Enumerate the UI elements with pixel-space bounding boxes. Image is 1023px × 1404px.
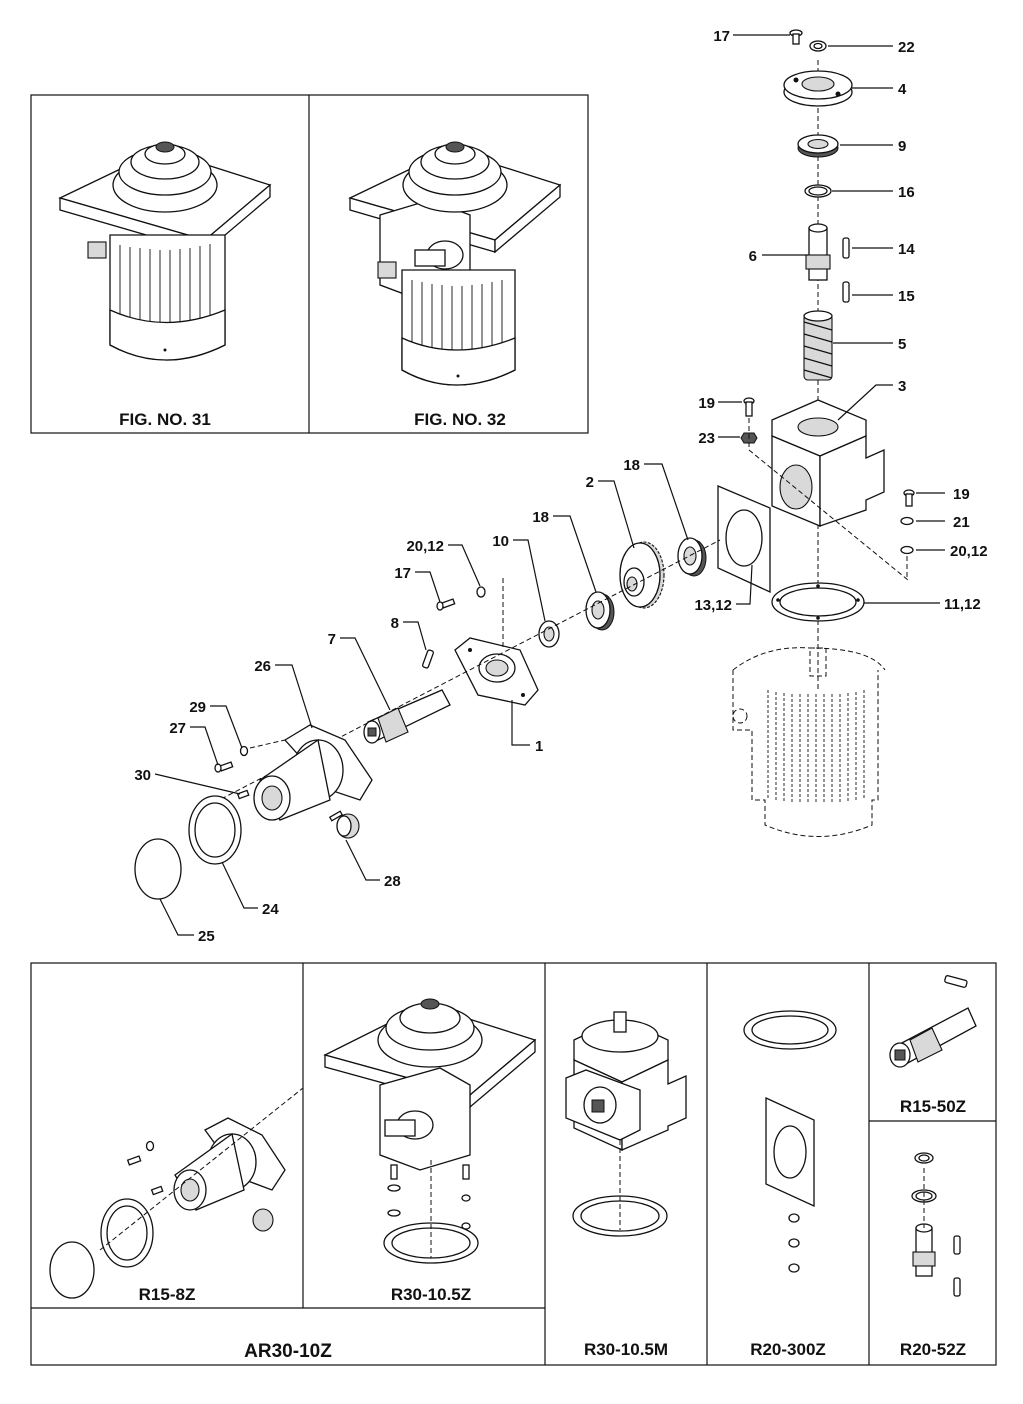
kit-label-r15-50z: R15-50Z <box>900 1097 966 1116</box>
kit-r15-8z-drawing <box>49 1087 304 1299</box>
kit-label-ar30-10z: AR30-10Z <box>244 1341 332 1362</box>
gearbox-housing-3 <box>771 399 885 527</box>
kit-label-r30-105z: R30-10.5Z <box>391 1285 471 1304</box>
flange-1 <box>454 637 539 706</box>
callout-8: 8 <box>391 615 399 632</box>
fig31-caption: FIG. NO. 31 <box>119 410 211 429</box>
callout-10: 10 <box>492 533 509 550</box>
callout-9: 9 <box>898 138 906 155</box>
callout-27: 27 <box>169 720 186 737</box>
bearing-cap-4 <box>783 70 853 107</box>
callout-18-upper: 18 <box>623 457 640 474</box>
kit-label-r20-52z: R20-52Z <box>900 1340 966 1359</box>
callout-leaders <box>154 34 945 936</box>
callout-labels: 17 22 4 9 16 6 14 15 5 3 19 23 19 21 20,… <box>134 28 987 945</box>
washer-20 <box>900 545 914 555</box>
motor-phantom <box>732 647 886 837</box>
kit-r20-300z-drawing <box>743 1010 837 1273</box>
kit-table: R15-8Z R30-10.5Z AR30-10Z R30-10.5M R20-… <box>30 962 997 1366</box>
worm-5 <box>803 310 833 381</box>
terminal-box <box>377 261 397 279</box>
gasket-11-12 <box>771 582 865 622</box>
callout-26: 26 <box>254 658 271 675</box>
callout-28: 28 <box>384 873 401 890</box>
fig32-caption: FIG. NO. 32 <box>414 410 506 429</box>
kit-r30-105m-drawing <box>565 1011 687 1237</box>
gear-2 <box>619 541 665 609</box>
callout-7: 7 <box>328 631 336 648</box>
callout-30: 30 <box>134 767 151 784</box>
callout-6: 6 <box>749 248 757 265</box>
bearing-18-upper <box>677 537 707 577</box>
figure-panels: FIG. NO. 31 FIG. NO. 32 <box>30 94 589 434</box>
screw-19-left <box>743 397 755 417</box>
kit-table-frame <box>30 962 997 1366</box>
gasket-ring-24 <box>188 795 242 865</box>
shaft-6 <box>805 223 831 281</box>
kit-r30-105z-drawing <box>323 998 537 1264</box>
terminal-box <box>87 241 107 259</box>
exploded-view <box>134 29 915 900</box>
callout-11-12: 11,12 <box>944 596 981 613</box>
callout-24: 24 <box>262 901 279 918</box>
callout-19-left: 19 <box>698 395 715 412</box>
callout-2: 2 <box>586 474 594 491</box>
callout-20-12-right: 20,12 <box>950 543 988 560</box>
washer-29 <box>239 745 249 757</box>
screw-17-top <box>789 29 803 45</box>
callout-3: 3 <box>898 378 906 395</box>
callout-17-top: 17 <box>713 28 730 45</box>
key-8 <box>422 649 434 669</box>
callout-20-12-mid: 20,12 <box>406 538 444 555</box>
screw-27 <box>214 761 234 773</box>
callout-19-right: 19 <box>953 486 970 503</box>
bearing-9 <box>797 134 839 158</box>
key-15 <box>842 281 850 303</box>
callout-16: 16 <box>898 184 915 201</box>
fig32-motor-assembly <box>348 141 562 386</box>
screw-17-mid <box>436 598 456 611</box>
callout-14: 14 <box>898 241 915 258</box>
callout-22: 22 <box>898 39 915 56</box>
callout-25: 25 <box>198 928 215 945</box>
callout-21: 21 <box>953 514 970 531</box>
kit-r20-52z-drawing <box>911 1152 961 1297</box>
callout-5: 5 <box>898 336 906 353</box>
shaft-7 <box>363 689 451 744</box>
pin-30 <box>236 789 250 800</box>
fig31-motor-assembly <box>58 141 272 361</box>
screw-19-right <box>903 489 915 507</box>
bearing-18-lower <box>585 591 615 631</box>
callout-4: 4 <box>898 81 907 98</box>
cover-25 <box>134 838 182 900</box>
washer-21 <box>900 516 914 526</box>
callout-17-mid: 17 <box>394 565 411 582</box>
washer-20-12 <box>476 586 486 598</box>
kit-label-r20-300z: R20-300Z <box>750 1340 826 1359</box>
kit-label-r15-8z: R15-8Z <box>139 1285 196 1304</box>
callout-15: 15 <box>898 288 915 305</box>
adapter-26 <box>253 724 373 821</box>
callout-23: 23 <box>698 430 715 447</box>
callout-29: 29 <box>189 699 206 716</box>
kit-label-r30-105m: R30-10.5M <box>584 1340 668 1359</box>
key-14 <box>842 237 850 259</box>
knob-28 <box>328 810 360 839</box>
callout-1: 1 <box>535 738 543 755</box>
kit-r15-50z-drawing <box>889 975 977 1068</box>
callout-18-lower: 18 <box>532 509 549 526</box>
callout-13-12: 13,12 <box>694 597 732 614</box>
